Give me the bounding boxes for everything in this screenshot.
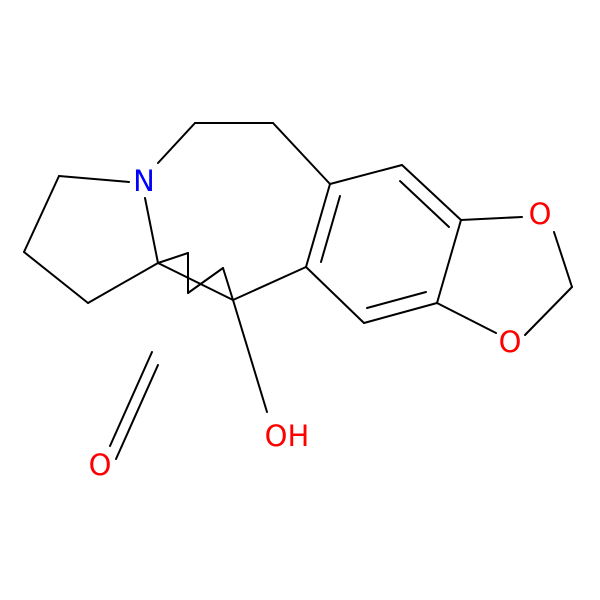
bond-bridge-3-4: [222, 267, 234, 301]
bond-pyrrolidine-3: [87, 262, 159, 304]
bond-ch2-o2: [524, 286, 573, 336]
bond-benzene-4: [436, 219, 462, 304]
bond-quaternary-aromatic: [232, 266, 307, 301]
bond-benzene-1-inner: [320, 195, 341, 263]
carbonyl-oxygen-label: O: [89, 448, 112, 482]
bond-benzene-3: [401, 164, 462, 221]
bond-benzene-1: [305, 183, 331, 268]
bond-spiro-bridge-1: [157, 252, 189, 264]
bond-ch2-aromatic: [272, 122, 331, 185]
atom-labels: N O O OH O: [89, 164, 552, 482]
bond-bridge-2-3: [187, 267, 224, 294]
bond-o1-ch2: [553, 231, 573, 288]
bond-pyrrolidine-1: [23, 175, 60, 253]
nitrogen-atom-label: N: [133, 164, 155, 198]
bond-benzene-5: [363, 302, 438, 324]
bond-n-spiro: [144, 197, 159, 264]
bond-benzene-2: [329, 164, 403, 185]
bond-n-ch2: [157, 122, 196, 164]
bond-benzene-6: [305, 266, 365, 324]
bond-bridge-spiro-quaternary: [157, 262, 234, 301]
oxygen-ring-atom-label-lower: O: [499, 325, 522, 359]
bond-aromatic-o1: [460, 216, 523, 221]
bond-o2-aromatic: [436, 302, 497, 334]
bonds: [23, 122, 573, 460]
bond-benzene-5-inner: [366, 291, 427, 309]
hydroxyl-group-label: OH: [265, 419, 310, 453]
bond-carbonyl-double-b: [115, 364, 159, 460]
bond-pyrrolidine-2: [23, 251, 89, 304]
oxygen-ring-atom-label-upper: O: [529, 197, 552, 231]
bond-carbonyl-double-a: [109, 351, 153, 447]
bond-n-ch2-pyrrolidine: [58, 175, 130, 183]
bond-quaternary-oh: [232, 299, 268, 413]
bond-benzene-3-inner: [399, 180, 450, 228]
